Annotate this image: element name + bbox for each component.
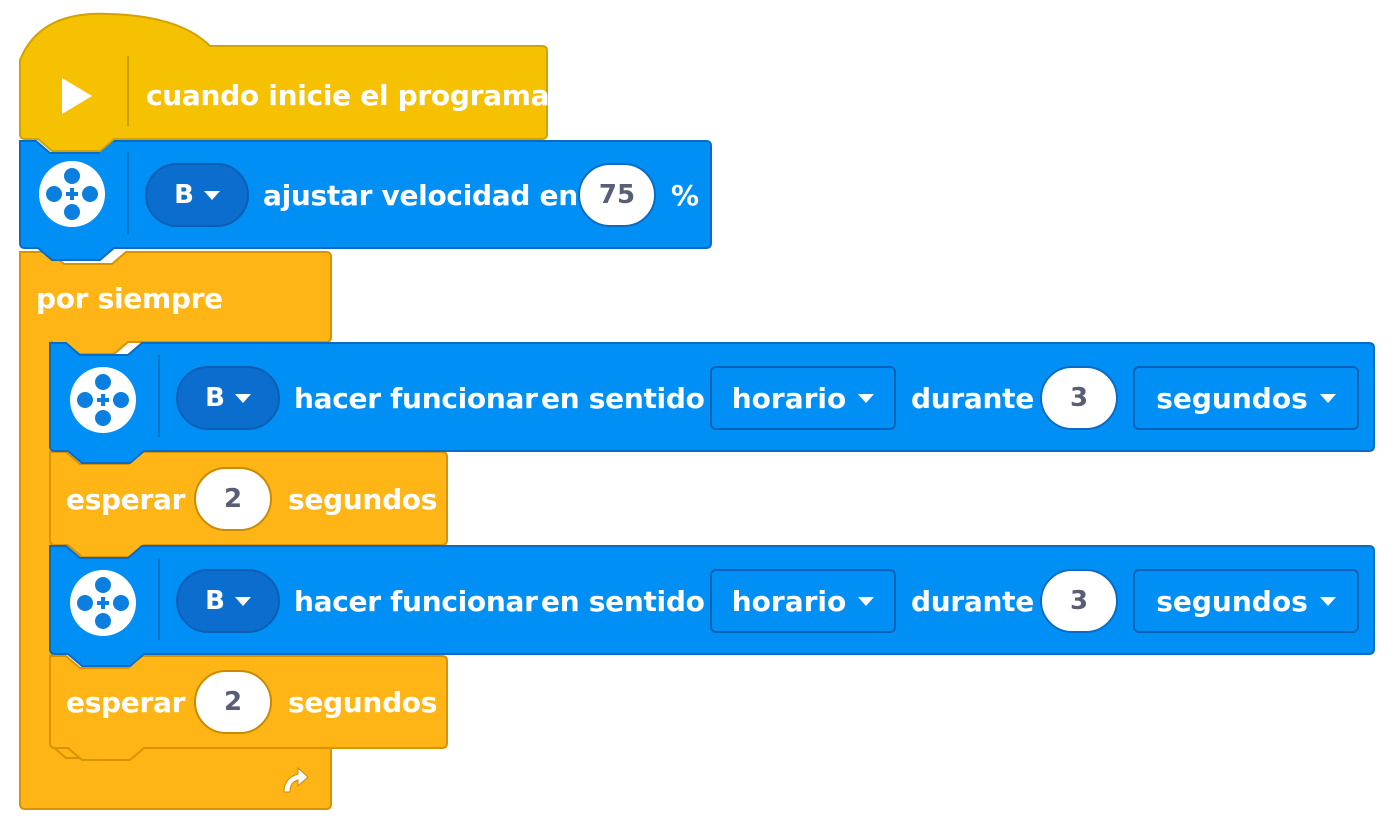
motor-icon bbox=[70, 570, 136, 636]
wait2-label: esperar bbox=[66, 686, 186, 719]
run1-label3: durante bbox=[911, 382, 1034, 415]
wait1-label: esperar bbox=[66, 483, 186, 516]
speed-unit: % bbox=[671, 179, 699, 212]
chevron-down-icon bbox=[1319, 393, 1336, 403]
run1-unit-value: segundos bbox=[1156, 381, 1308, 415]
speed-label: ajustar velocidad en bbox=[263, 179, 578, 212]
run1-label: hacer funcionar bbox=[294, 382, 538, 415]
run2-duration-input[interactable]: 3 bbox=[1040, 569, 1118, 633]
run2-port-value: B bbox=[205, 586, 225, 616]
speed-input[interactable]: 75 bbox=[578, 163, 656, 227]
wait1-unit: segundos bbox=[288, 483, 438, 516]
motor-icon bbox=[39, 161, 105, 227]
run1-port-dropdown[interactable]: B bbox=[176, 366, 280, 430]
run2-direction-dropdown[interactable]: horario bbox=[710, 569, 896, 633]
run1-port-value: B bbox=[205, 383, 225, 413]
chevron-down-icon bbox=[858, 596, 875, 606]
wait2-unit: segundos bbox=[288, 686, 438, 719]
run-block-2-shape bbox=[49, 545, 1375, 667]
run2-label2: en sentido bbox=[541, 585, 705, 618]
motor-icon bbox=[70, 367, 136, 433]
hat-divider bbox=[127, 56, 129, 126]
hat-block-shape bbox=[19, 12, 548, 152]
play-icon bbox=[62, 78, 92, 114]
run2-port-dropdown[interactable]: B bbox=[176, 569, 280, 633]
chevron-down-icon bbox=[234, 393, 251, 403]
chevron-down-icon bbox=[858, 393, 875, 403]
run2-unit-dropdown[interactable]: segundos bbox=[1133, 569, 1359, 633]
port-value: B bbox=[174, 180, 194, 210]
hat-label: cuando inicie el programa bbox=[146, 79, 550, 112]
run-block-1-shape bbox=[49, 342, 1375, 464]
chevron-down-icon bbox=[1319, 596, 1336, 606]
forever-label: por siempre bbox=[36, 282, 223, 315]
run1-divider bbox=[158, 355, 160, 437]
chevron-down-icon bbox=[203, 190, 220, 200]
run2-label3: durante bbox=[911, 585, 1034, 618]
chevron-down-icon bbox=[234, 596, 251, 606]
run2-unit-value: segundos bbox=[1156, 584, 1308, 618]
wait1-input[interactable]: 2 bbox=[194, 467, 272, 531]
run1-unit-dropdown[interactable]: segundos bbox=[1133, 366, 1359, 430]
port-dropdown[interactable]: B bbox=[145, 163, 249, 227]
run1-label2: en sentido bbox=[541, 382, 705, 415]
run1-direction-dropdown[interactable]: horario bbox=[710, 366, 896, 430]
speed-divider bbox=[127, 152, 129, 234]
run2-divider bbox=[158, 558, 160, 640]
run1-direction-value: horario bbox=[731, 381, 847, 415]
loop-arrow-icon bbox=[283, 766, 309, 793]
wait2-input[interactable]: 2 bbox=[194, 670, 272, 734]
run2-label: hacer funcionar bbox=[294, 585, 538, 618]
run1-duration-input[interactable]: 3 bbox=[1040, 366, 1118, 430]
run2-direction-value: horario bbox=[731, 584, 847, 618]
